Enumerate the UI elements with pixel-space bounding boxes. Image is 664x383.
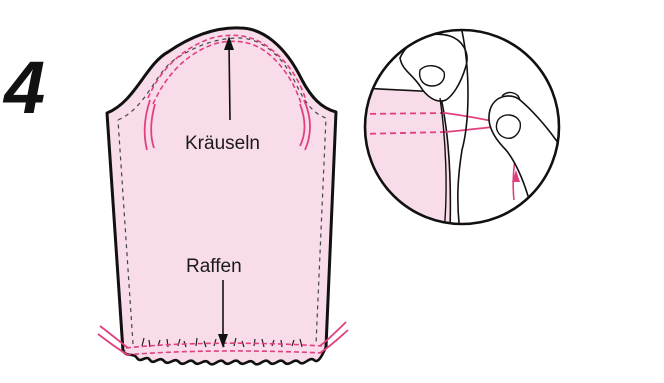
- label-raffen: Raffen: [186, 256, 242, 277]
- step-number: 4: [2, 46, 45, 129]
- sleeve-piece: Kräuseln Raffen: [98, 28, 348, 364]
- sleeve-outline: [107, 28, 336, 357]
- detail-fabric: [360, 88, 450, 230]
- label-kraeuseln: Kräuseln: [185, 133, 260, 154]
- detail-magnifier: [360, 30, 570, 240]
